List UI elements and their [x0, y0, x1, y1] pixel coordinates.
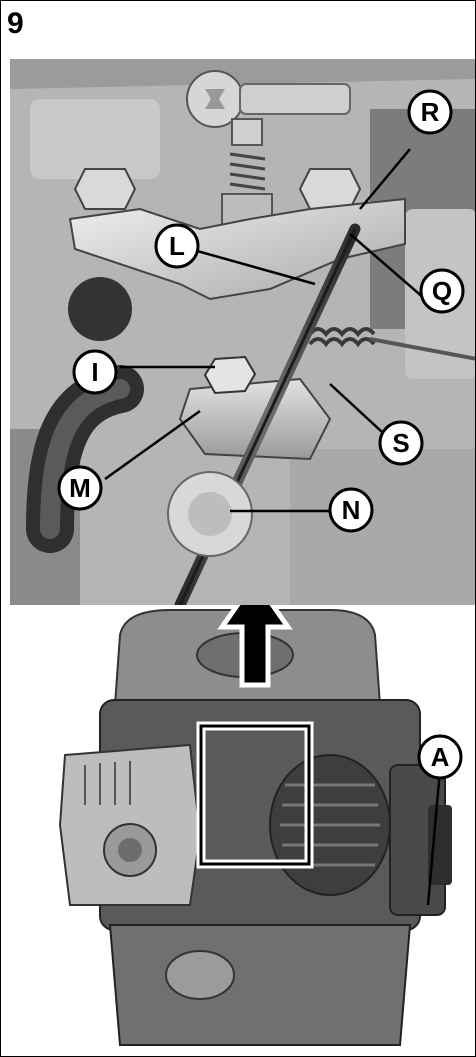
callout-circle-q	[419, 268, 465, 314]
callout-n: N	[342, 495, 361, 525]
arrow-up-icon	[217, 605, 293, 688]
callout-q: Q	[432, 276, 452, 306]
callout-circle-i	[72, 349, 118, 395]
callout-s: S	[392, 428, 409, 458]
callout-circle-n	[328, 487, 374, 533]
callout-l: L	[169, 231, 185, 261]
callout-m: M	[69, 473, 91, 503]
figure-number: 9	[7, 7, 24, 40]
callout-i: I	[91, 357, 98, 387]
callout-circle-s	[378, 420, 424, 466]
callout-r: R	[421, 97, 440, 127]
callout-circle-m	[57, 465, 103, 511]
detail-view: R L Q I S M N	[10, 59, 475, 605]
engine-illustration: A	[58, 605, 463, 1046]
callout-circle-l	[154, 223, 200, 269]
linkage-detail-illustration: R L Q I S M N	[10, 59, 475, 605]
callout-circle-r	[407, 89, 453, 135]
callout-a: A	[431, 742, 450, 772]
engine-overview: A	[10, 605, 475, 1056]
callout-circle-a	[417, 734, 463, 780]
